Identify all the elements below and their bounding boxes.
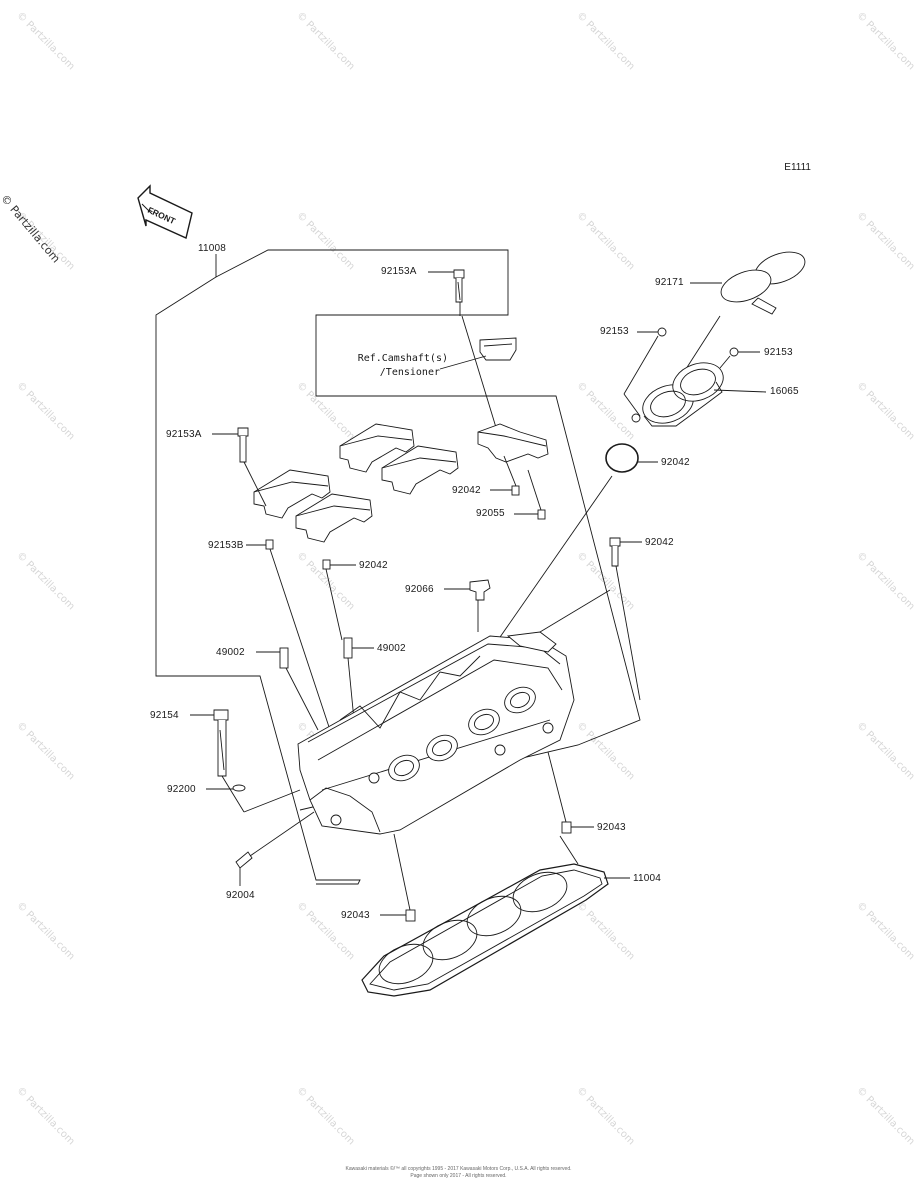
cap-92066 (469, 579, 491, 601)
cylinder-head (297, 631, 575, 835)
callout-92153-a: 92153 (600, 326, 629, 337)
callout-49002-b: 49002 (377, 643, 406, 654)
callout-92055: 92042 (661, 457, 690, 468)
stud-49002-b (343, 637, 353, 659)
callout-92154: 92154 (150, 710, 179, 721)
callout-92043-b: 92043 (341, 910, 370, 921)
callout-16065: 16065 (770, 386, 799, 397)
callout-92200: 92200 (167, 784, 196, 795)
screw-92153-b (729, 347, 739, 357)
callout-92042-b: 92055 (476, 508, 505, 519)
bolt-92153A-top (453, 269, 465, 303)
holder-16065 (631, 362, 724, 427)
cam-cap-5 (477, 423, 549, 463)
dowel-92042-b (537, 509, 546, 520)
cam-cap-2 (339, 423, 415, 473)
callout-92043-a: 92043 (597, 822, 626, 833)
copyright-line2: Page shown only 2017 - All rights reserv… (410, 1173, 507, 1179)
callout-92066: 92066 (405, 584, 434, 595)
cam-cap-1 (253, 469, 331, 519)
dowel-92042-a (511, 485, 520, 496)
callout-92153-b: 92153 (764, 347, 793, 358)
o-ring-92055 (605, 443, 639, 473)
callout-92171: 92171 (655, 277, 684, 288)
front-arrow-icon: FRONT (137, 184, 193, 239)
dowel-92042-c (265, 539, 274, 550)
cam-cap-3 (381, 445, 459, 495)
dowel-92043-b (405, 909, 416, 922)
callout-92153A-top: 92153A (381, 266, 417, 277)
callout-92042-a: 92042 (452, 485, 481, 496)
callout-11004: 11004 (633, 873, 662, 884)
stud-49002-a (279, 647, 289, 669)
group-outline-upper (215, 249, 641, 811)
callout-49002-a: 49002 (216, 647, 245, 658)
tensioner-bracket (479, 337, 517, 361)
washer-92200 (232, 784, 246, 792)
ref-camshaft-line2: /Tensioner (379, 367, 440, 378)
hose-clamp-92171 (720, 251, 806, 315)
screw-92153-a (657, 327, 667, 337)
ref-camshaft-line1: Ref.Camshaft(s) (357, 353, 448, 364)
dowel-92043-a (561, 821, 572, 834)
bolt-92154 (213, 709, 229, 777)
callout-92004: 92004 (226, 890, 255, 901)
copyright-line1: Kawasaki materials ©/™ all copyrights 19… (345, 1166, 572, 1172)
callout-92042-d: 92042 (359, 560, 388, 571)
cam-cap-4 (295, 493, 373, 543)
diagram-code: E1111 (784, 162, 811, 173)
group-outline-11008 (155, 262, 361, 885)
bolt-92153A-left (237, 427, 249, 463)
callout-11008: 11008 (198, 243, 227, 254)
head-gasket-11004 (361, 863, 609, 997)
callout-92042-c: 92153B (208, 540, 244, 551)
callout-92153B: 92042 (645, 537, 674, 548)
bolt-92153B (609, 537, 621, 567)
bolt-92004 (235, 851, 253, 869)
callout-92153A-left: 92153A (166, 429, 202, 440)
dowel-92042-d (322, 559, 331, 570)
